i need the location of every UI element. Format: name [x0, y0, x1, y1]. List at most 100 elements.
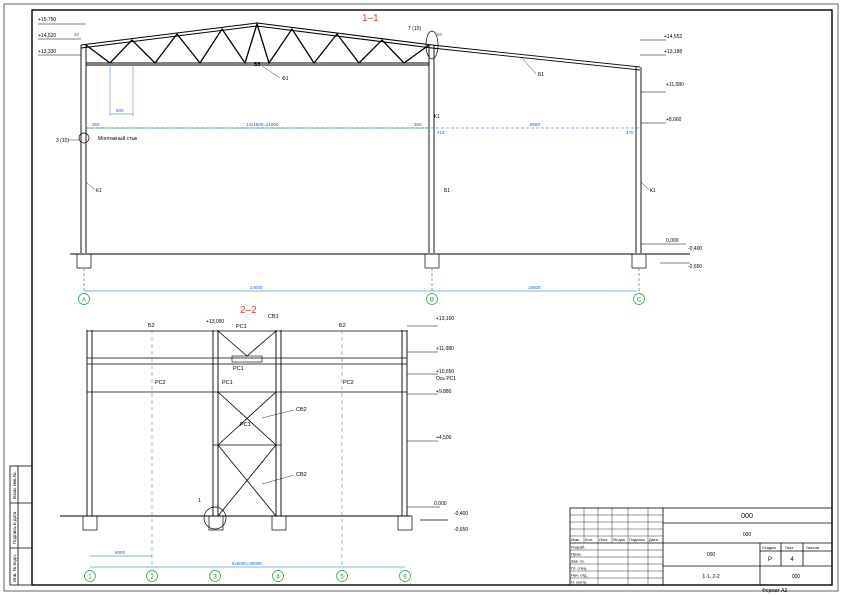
axis-c-bubble — [633, 293, 645, 305]
elev-8660: +8,660 — [666, 117, 682, 123]
stamp-inv: Инв. № подл. — [12, 554, 17, 582]
axis-b-bubble — [426, 293, 438, 305]
tb-col-doc: № док. — [613, 537, 626, 542]
section-2-2: 2–2 — [60, 305, 468, 582]
inner-frame — [31, 9, 833, 586]
dimensions-2-2: 6000 5x6000=30000 — [90, 550, 405, 568]
axis-2-bubble — [146, 570, 158, 582]
tb-col-kol: Кол. — [585, 537, 593, 542]
label-node-1: 1 — [198, 498, 201, 504]
dim-total: 5x6000=30000 — [232, 561, 262, 566]
axis-1-label: 1 — [88, 575, 92, 581]
axis-1-bubble — [84, 570, 96, 582]
footings-1-1 — [76, 253, 647, 269]
label-node-7: 7 (10) — [408, 26, 421, 32]
dim-50: 50 — [437, 32, 443, 37]
dim-panels: 14x1500=21000 — [246, 122, 279, 127]
stamp-podpis: Подпись и дата — [12, 511, 17, 544]
tb-col-sign: Подпись — [629, 537, 645, 542]
elev-9880: +9,880 — [436, 389, 452, 395]
column-c — [635, 67, 642, 253]
dim-span-right: 8660 — [530, 122, 541, 127]
elev-11080: +11,080 — [666, 82, 684, 88]
elev-15750: +15,750 — [38, 17, 56, 23]
tb-col-list: Лист — [599, 537, 608, 542]
bay-centerlines — [151, 330, 343, 568]
label-b1-col: Б1 — [444, 188, 450, 194]
axis-b-label: B — [430, 298, 434, 304]
roof-truss — [80, 21, 433, 66]
title-block — [569, 507, 833, 586]
footings-2-2 — [82, 515, 413, 531]
axes-2-2 — [84, 570, 411, 582]
label-rs1-top: РС1 — [236, 324, 247, 330]
elev-0000-22: 0,000 — [434, 501, 447, 507]
label-sv2-lower: СВ2 — [296, 472, 307, 478]
axis-6-label: 6 — [403, 575, 407, 581]
section-2-2-title: 2–2 — [240, 305, 257, 316]
tb-stage-header: Стадия — [762, 545, 776, 550]
axis-3-label: 3 — [213, 575, 217, 581]
elev-10650: +10,650 — [436, 369, 454, 375]
labels-1-1: 3 (10) 7 (10) Монтажный стык Ф1 ВВ Б1 Б1… — [56, 26, 656, 194]
axis-2-label: 2 — [150, 575, 154, 581]
label-rs1-mid: РС1 — [222, 380, 233, 386]
tb-row-nachotd: Нач. отд. — [571, 573, 588, 578]
label-f1: Ф1 — [282, 76, 289, 82]
dim-360-left: 360 — [92, 122, 100, 127]
label-montage-joint: Монтажный стык — [98, 135, 138, 142]
label-k1-a: К1 — [96, 188, 102, 194]
tb-row-zavgr: Зав. гр. — [571, 559, 585, 564]
column-a — [80, 45, 87, 253]
elev-0400-22: -0,400 — [454, 511, 468, 517]
elev-0000: 0,000 — [666, 238, 679, 244]
node-1-circle — [203, 506, 227, 530]
tb-sheet-header: Лист — [785, 545, 794, 550]
node-3-circle — [78, 132, 90, 144]
roof-beam-b1 — [431, 44, 641, 71]
elev-14552: +14,552 — [664, 34, 682, 40]
tb-row-prov: Пров. — [571, 552, 582, 557]
stamp-vzam: Взам. инв.№ — [12, 472, 17, 499]
axis-3-bubble — [209, 570, 221, 582]
outer-frame — [3, 3, 839, 592]
elev-4500: +4,500 — [436, 435, 452, 441]
dim-360-right: 360 — [414, 122, 422, 127]
label-b2-right: Б2 — [339, 323, 346, 329]
section-1-1-title: 1–1 — [362, 13, 379, 24]
dimensions-1-1: 20 50 500 360 14x1500=21000 360 415 8660… — [74, 32, 637, 292]
label-node-3: 3 (10) — [56, 138, 69, 144]
dim-20: 20 — [74, 32, 80, 37]
elev-13330: +13,330 — [38, 49, 56, 55]
tb-org: 000 — [792, 574, 801, 580]
dim-span-bc: 18000 — [528, 285, 541, 290]
label-rs2-right: РС2 — [343, 380, 354, 386]
axis-a-bubble — [78, 293, 90, 305]
horizontal-beams-2-2 — [60, 330, 410, 517]
node-7-circle — [425, 30, 439, 60]
tb-sub: 000 — [743, 532, 752, 538]
label-sv2-upper: СВ2 — [296, 407, 307, 413]
elevations-2-2: +13,050 +13,100 +11,080 +10,650 Ось РС1 … — [206, 316, 468, 533]
columns-2-2 — [86, 330, 408, 516]
elevations-right: +14,552 +13,188 +11,080 +8,660 0,000 -0,… — [640, 34, 702, 270]
dim-415: 415 — [437, 130, 445, 135]
tb-sheets-header: Листов — [806, 545, 819, 550]
section-1-1: 1–1 — [38, 13, 702, 305]
axis-a-label: A — [82, 298, 86, 304]
dim-6000: 6000 — [115, 550, 126, 555]
rs1-axis-note: Ось РС1 — [436, 376, 456, 382]
axis-5-bubble — [336, 570, 348, 582]
tb-col-date: Дата — [649, 537, 659, 542]
label-rs1-upper: РС1 — [233, 366, 244, 372]
label-rs1-low: РС1 — [240, 422, 251, 428]
dim-470: 470 — [626, 130, 634, 135]
axis-6-bubble — [399, 570, 411, 582]
elev-11080-22: +11,080 — [436, 346, 454, 352]
label-b2-left: Б2 — [148, 323, 155, 329]
elev-13188: +13,188 — [664, 49, 682, 55]
side-stamp — [9, 465, 33, 586]
axis-c-label: C — [637, 298, 642, 304]
tb-col-izm: Изм. — [571, 537, 580, 542]
